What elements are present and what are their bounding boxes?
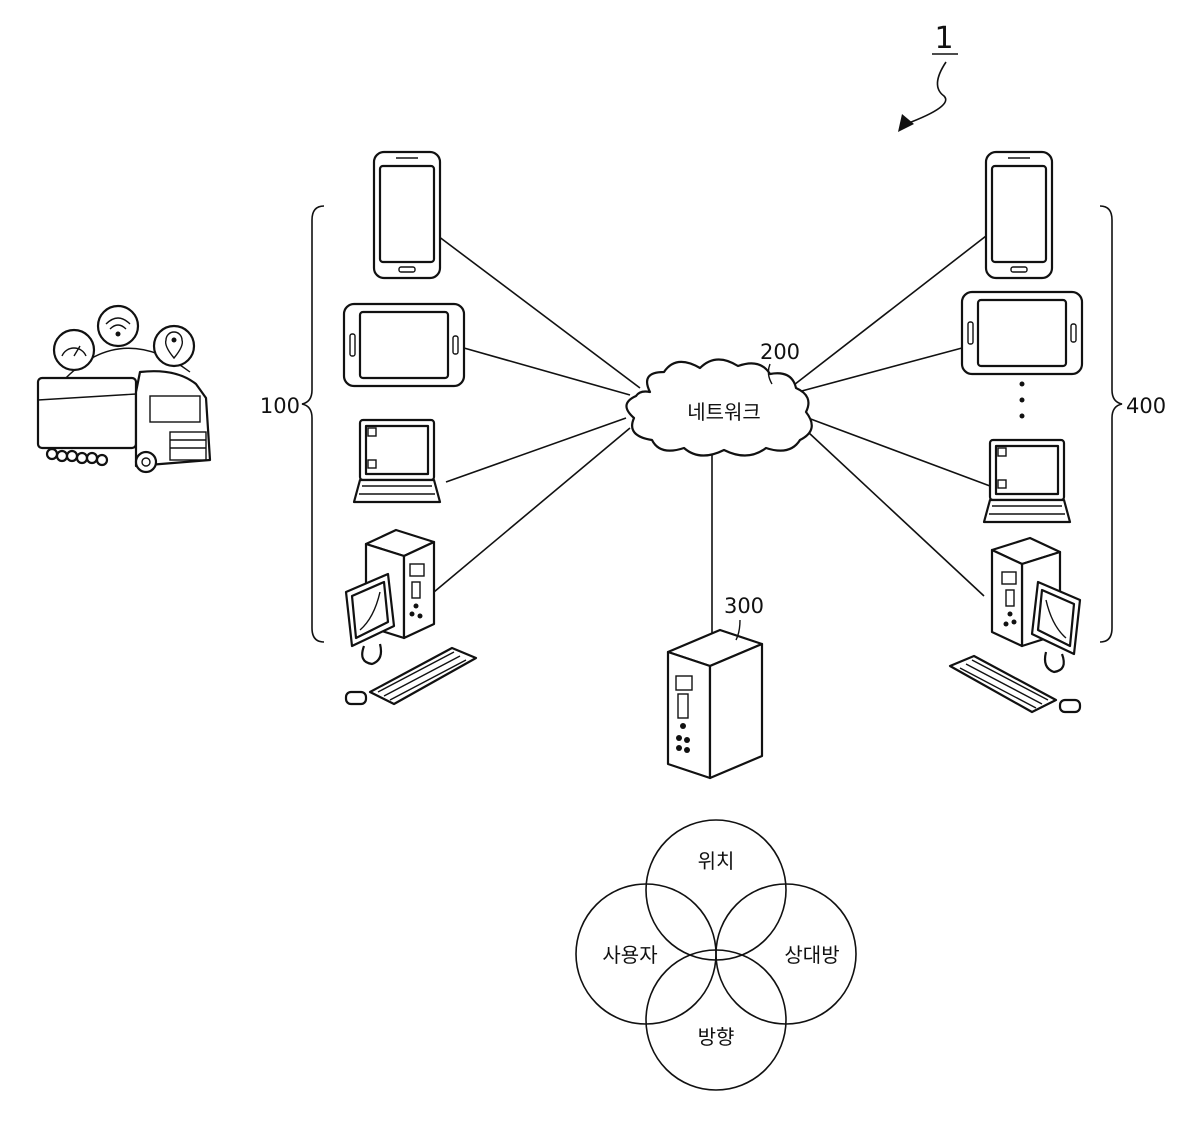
user-smartphone — [374, 152, 440, 278]
counterpart-desktop — [950, 538, 1080, 712]
user-group-label: 100 — [260, 394, 300, 418]
truck-illustration — [38, 306, 210, 472]
system-ref-label: 1 — [934, 21, 953, 56]
counterpart-laptop — [984, 440, 1070, 522]
ellipsis-dots — [1020, 382, 1025, 419]
arrow-head-icon — [898, 114, 914, 132]
counterpart-group-bracket: 400 — [1100, 206, 1166, 642]
system-ref: 1 — [898, 21, 958, 132]
venn-label-left: 사용자 — [602, 943, 657, 967]
venn-label-right: 상대방 — [784, 943, 839, 967]
server-ref-label: 300 — [724, 594, 764, 618]
wifi-icon — [98, 306, 138, 346]
user-tablet — [344, 304, 464, 386]
network-label: 네트워크 — [687, 400, 761, 424]
counterpart-smartphone — [986, 152, 1052, 278]
user-laptop — [354, 420, 440, 502]
counterpart-group-label: 400 — [1126, 394, 1166, 418]
server-tower — [668, 630, 762, 778]
venn-circle-top — [646, 820, 786, 960]
counterpart-devices — [950, 152, 1082, 712]
gauge-icon — [54, 330, 94, 370]
network-cloud: 네트워크 200 — [626, 340, 811, 456]
counterpart-tablet — [962, 292, 1082, 374]
truck-trailer — [38, 378, 136, 448]
user-desktop — [346, 530, 476, 704]
venn-diagram: 위치 사용자 상대방 방향 — [576, 820, 856, 1090]
user-group-bracket: 100 — [260, 206, 324, 642]
user-devices — [344, 152, 476, 704]
server: 300 — [668, 594, 764, 778]
venn-label-bottom: 방향 — [698, 1025, 735, 1049]
network-ref-label: 200 — [760, 340, 800, 364]
venn-label-top: 위치 — [698, 849, 735, 873]
